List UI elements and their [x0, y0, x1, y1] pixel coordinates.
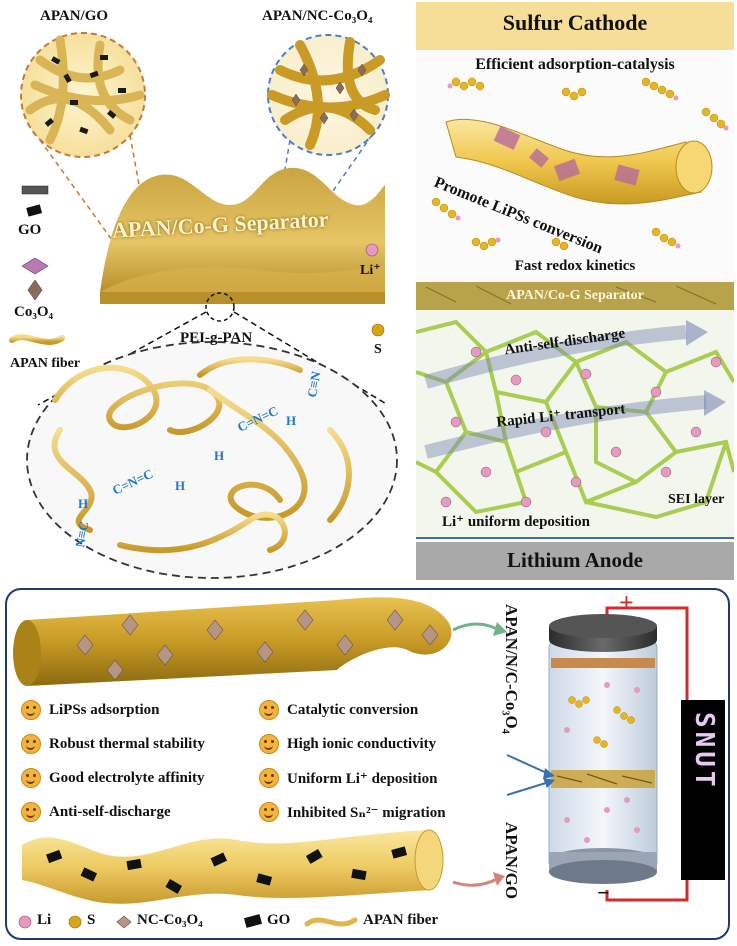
smile-icon: [259, 768, 279, 788]
property-5: Good electrolyte affinity: [21, 768, 205, 788]
legend-s-label: S: [87, 912, 96, 928]
separator-sheet: [100, 167, 385, 304]
fiber-properties-panel: LiPSs adsorption Catalytic conversion Ro…: [5, 588, 730, 940]
plus-sign: +: [619, 588, 634, 617]
go-legend-icon: [21, 185, 49, 217]
chem-h-1: H: [286, 413, 296, 428]
chem-h-3: H: [175, 478, 185, 493]
sei-layer-label: SEI layer: [668, 492, 725, 507]
battery-cell: [506, 606, 689, 902]
smile-icon: [21, 700, 41, 720]
chem-cn-1: C≡N: [304, 370, 323, 399]
co3o4-legend-icon: [21, 257, 49, 301]
legend-s-icon: [68, 915, 82, 929]
legend-li-label: Li: [37, 912, 52, 928]
minus-sign: −: [597, 880, 610, 905]
apan-go-label: APAN/GO: [40, 8, 109, 24]
separator-band-label: APAN/Co-G Separator: [506, 288, 644, 303]
legend-nc-icon: [116, 915, 132, 929]
property-1: LiPSs adsorption: [21, 700, 159, 720]
separator-band: [416, 282, 734, 310]
chem-h-4: H: [78, 496, 88, 511]
legend-go-label: GO: [267, 912, 291, 928]
smile-icon: [259, 734, 279, 754]
electrolyte-network: [415, 319, 736, 520]
legend-go-icon: [243, 914, 263, 928]
smile-icon: [259, 802, 279, 822]
pei-g-pan-label: PEI-g-PAN: [180, 330, 253, 346]
snut-led-label: SNUT: [689, 712, 719, 791]
s-legend-icon: [371, 323, 385, 337]
uniform-deposition-label: Li⁺ uniform deposition: [442, 514, 590, 530]
fiber-battery-illustration: [13, 597, 725, 929]
polysulfide-chains: [431, 77, 726, 251]
separator-overview-panel: C≡N C=N=C C=N=C N≡C H H H H APAN/GO APAN…: [0, 0, 412, 585]
sulfur-cathode-label: Sulfur Cathode: [502, 10, 648, 35]
property-4: High ionic conductivity: [259, 734, 436, 754]
smile-icon: [21, 802, 41, 822]
fast-redox-label: Fast redox kinetics: [514, 258, 636, 274]
smile-icon: [21, 768, 41, 788]
chem-cn-4: N≡C: [72, 520, 91, 548]
chem-h-2: H: [214, 448, 224, 463]
co3o4-legend-label: Co₃O₄: [14, 304, 53, 320]
li-atoms-cathode: [447, 83, 729, 249]
property-7: Anti-self-discharge: [21, 802, 171, 822]
smile-icon: [259, 700, 279, 720]
property-3: Robust thermal stability: [21, 734, 205, 754]
apan-nc-zoom-circle: [267, 34, 390, 156]
li-legend-icon: [365, 243, 379, 257]
anode-band: [416, 542, 734, 580]
apan-go-fiber: [22, 829, 444, 904]
legend-nc-label: NC-Co₃O₄: [137, 912, 203, 928]
adsorption-catalysis-label: Efficient adsorption-catalysis: [475, 56, 675, 73]
apan-fiber-legend-label: APAN fiber: [10, 356, 81, 371]
lithium-anode-label: Lithium Anode: [507, 548, 643, 572]
li-legend-label: Li⁺: [360, 263, 381, 278]
cell-mechanism-panel: Sulfur Cathode Efficient adsorption-cata…: [415, 2, 736, 580]
smile-icon: [21, 734, 41, 754]
apan-nc-label: APAN/NC-Co₃O₄: [262, 8, 373, 24]
vertical-apan-go-label: APAN/GO: [502, 822, 521, 900]
separator-overview-illustration: C≡N C=N=C C=N=C N≡C H H H H: [9, 32, 398, 579]
legend-fiber-label: APAN fiber: [363, 912, 439, 928]
apan-fiber-legend-icon: [9, 334, 65, 345]
li-ions-electrolyte: [440, 346, 722, 508]
go-legend-label: GO: [18, 222, 42, 238]
cobalt-flakes: [493, 126, 640, 186]
property-2: Catalytic conversion: [259, 700, 418, 720]
apan-nc-fiber: [13, 597, 452, 686]
legend-fiber-icon: [304, 917, 358, 927]
apan-go-zoom-circle: [20, 32, 146, 158]
cell-mechanism-illustration: [415, 2, 736, 580]
property-8: Inhibited Sₙ²⁻ migration: [259, 802, 446, 822]
property-6: Uniform Li⁺ deposition: [259, 768, 437, 788]
legend-li-icon: [18, 915, 32, 929]
s-legend-label: S: [374, 342, 382, 357]
snut-led-box: [681, 700, 725, 880]
cathode-band: [416, 2, 734, 50]
vertical-apan-nc-label: APAN/N/C-Co₃O₄: [502, 604, 521, 734]
polymer-chains: [51, 356, 352, 554]
